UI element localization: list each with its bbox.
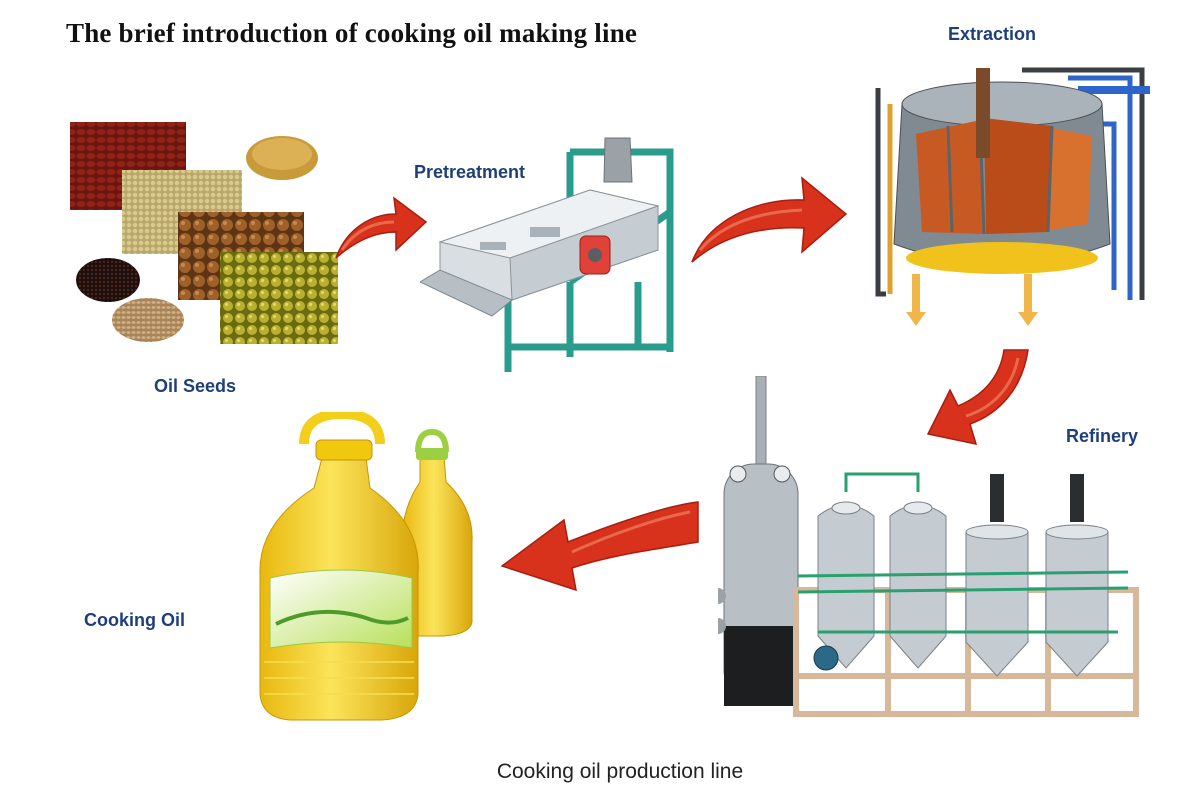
cooking-oil-bottles-image <box>259 412 473 721</box>
stage-label-refinery: Refinery <box>1066 426 1139 446</box>
pretreatment-machine-image <box>420 137 674 372</box>
stage-label-cooking-oil: Cooking Oil <box>84 610 185 630</box>
extraction-tank-image <box>875 67 1150 326</box>
oil-seeds-image <box>70 122 338 344</box>
page-title: The brief introduction of cooking oil ma… <box>66 18 638 48</box>
flow-arrow-icon <box>926 349 1029 445</box>
figure-caption: Cooking oil production line <box>496 760 744 783</box>
flow-arrow-icon <box>691 176 848 263</box>
stage-label-pretreatment: Pretreatment <box>414 162 526 182</box>
flow-arrow-icon <box>500 501 699 592</box>
flow-arrow-icon <box>335 196 428 259</box>
refinery-plant-image <box>718 376 1139 717</box>
stage-label-oil-seeds: Oil Seeds <box>154 376 237 396</box>
stage-label-extraction: Extraction <box>948 24 1037 44</box>
